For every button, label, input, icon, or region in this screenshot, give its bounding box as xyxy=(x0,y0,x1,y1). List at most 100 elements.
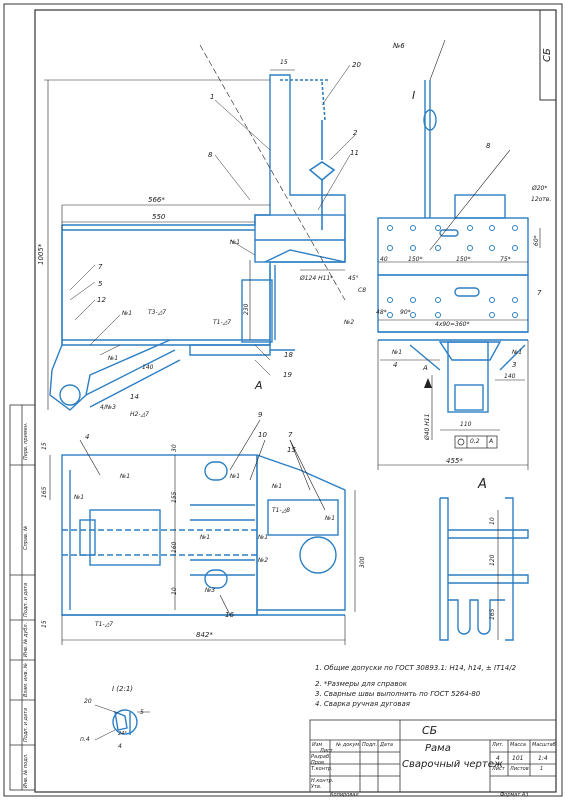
callout-9-plan: 9 xyxy=(258,411,263,419)
weld-t3: Т3-◿7 xyxy=(148,309,167,316)
dim-550: 550 xyxy=(152,213,166,221)
dim-phi20: Ø20* xyxy=(532,185,548,192)
weld-h2: Н2-◿7 xyxy=(130,411,149,418)
detail-n4: п.4 xyxy=(80,736,90,743)
note-3: 3. Сварные швы выполнить по ГОСТ 5264-80 xyxy=(315,690,481,698)
callout-4-side: 4 xyxy=(393,361,398,369)
sheet-frame xyxy=(3,3,563,797)
dim-phi40: Ø40 H11 xyxy=(424,413,431,440)
view-a-side-label: A xyxy=(423,364,428,372)
col-lit: Лит. xyxy=(492,742,504,748)
dim-455: 455* xyxy=(446,457,463,465)
label-n1-front-c: №1 xyxy=(108,355,119,362)
tb-col-doc: № докум. xyxy=(336,742,361,748)
stamp-podp1: Подп. и дата xyxy=(23,582,29,617)
label-n2-plan: №2 xyxy=(258,557,269,564)
sheets-value: 1 xyxy=(540,766,544,772)
tb-row-nkontr: Н.контр. xyxy=(311,778,334,784)
label-n1-front: №1 xyxy=(230,239,241,246)
tol-value: 0,2 xyxy=(470,438,480,445)
plan-view xyxy=(61,454,346,616)
tb-row-tkontr: Т.контр. xyxy=(311,766,333,772)
col-mass: Масса xyxy=(510,742,526,748)
title-block-lines xyxy=(309,719,557,793)
note-4: 4. Сварка ручная дуговая xyxy=(315,700,410,708)
dim-4x90: 4x90=360* xyxy=(435,321,470,328)
callout-5: 5 xyxy=(98,280,103,288)
tb-row-prov: Пров. xyxy=(311,760,326,766)
label-n2-side: №2 xyxy=(344,319,355,326)
callout-18: 18 xyxy=(284,351,293,359)
dim-110: 110 xyxy=(460,421,472,428)
stamp-podl: Инв. № подл. xyxy=(23,753,29,789)
front-view-chain xyxy=(280,79,336,230)
dim-1005: 1005* xyxy=(37,243,45,265)
dim-45deg: 45° xyxy=(348,275,359,282)
label-n1-plan-f: №1 xyxy=(258,534,269,541)
detail-angle: 24° xyxy=(118,731,127,737)
label-n1-plan-g: №1 xyxy=(325,515,336,522)
note-2: 2. *Размеры для справок xyxy=(315,680,407,688)
dim-842: 842* xyxy=(196,631,213,639)
weld-t1a-front: Т1-◿7 xyxy=(213,319,232,326)
front-view xyxy=(49,74,346,411)
label-n1-plan-d: №1 xyxy=(272,483,283,490)
front-view-dim-lines xyxy=(44,44,346,410)
note-1: 1. Общие допуски по ГОСТ 30893.1: H14, h… xyxy=(315,664,517,672)
stamp-dubl: Инв. № дубл. xyxy=(23,622,29,657)
detail-dim-s: 4 xyxy=(118,743,122,750)
stamp-sprav: Справ. № xyxy=(23,525,29,550)
label-n1-plan-e: №1 xyxy=(200,534,211,541)
callout-12: 12 xyxy=(97,296,106,304)
label-n1-plan-b: №1 xyxy=(230,473,241,480)
front-view-leaders xyxy=(69,64,356,376)
callout-8: 8 xyxy=(208,151,213,159)
dim-40: 40 xyxy=(380,256,388,263)
dim-15: 15 xyxy=(280,59,288,66)
sheets-label: Листов xyxy=(510,766,529,772)
callout-19: 19 xyxy=(283,371,292,379)
stamp-perv: Перв. примен. xyxy=(23,422,29,460)
tol-datum: A xyxy=(489,438,494,445)
label-n3-plan: №3 xyxy=(205,587,216,594)
side-view xyxy=(377,80,529,413)
detail-dim-5: 5 xyxy=(140,709,144,716)
dim-15-plan: 15 xyxy=(41,442,48,450)
callout-2: 2 xyxy=(353,129,358,137)
weld-t1a-plan: Т1-◿7 xyxy=(95,621,114,628)
callout-3-side: 3 xyxy=(512,361,517,369)
tb-row-razrab: Разраб. xyxy=(311,754,331,760)
detail-title: I (2:1) xyxy=(112,685,134,693)
callout-7-plan: 7 xyxy=(288,431,293,439)
detail-i-leaders xyxy=(94,704,150,741)
dim-30: 30 xyxy=(171,444,178,452)
dim-90: 90* xyxy=(400,309,411,316)
callout-16-plan: 16 xyxy=(225,611,234,619)
dim-150b: 150* xyxy=(456,256,471,263)
copied-label: Копировал xyxy=(330,792,359,798)
side-view-holes xyxy=(387,225,518,318)
dim-140a: 140 xyxy=(142,364,154,371)
dim-230: 230 xyxy=(243,303,250,315)
tb-col-izm: Изм xyxy=(312,742,323,748)
label-n1-side-b: №1 xyxy=(512,349,523,356)
callout-7: 7 xyxy=(98,263,103,271)
view-a-label: А xyxy=(478,477,487,492)
callout-15-plan: 15 xyxy=(287,446,296,454)
dim-150a: 150* xyxy=(408,256,423,263)
dim-48: 48* xyxy=(376,309,387,316)
dim-15-plan-bottom: 15 xyxy=(41,620,48,628)
label-n1-side-a: №1 xyxy=(392,349,403,356)
mass-value: 101 xyxy=(512,755,524,762)
view-i: I xyxy=(412,89,416,102)
callout-n6: №6 xyxy=(393,42,405,50)
tb-col-sign: Подп. xyxy=(362,742,378,748)
stamp-vzam: Взам. инв. № xyxy=(23,663,29,697)
side-stamp xyxy=(9,404,36,791)
tb-col-date: Дата xyxy=(380,742,393,748)
plan-view-dim-lines xyxy=(49,419,356,645)
weld-t1b-plan: Т1-◿8 xyxy=(272,507,291,514)
detail-i xyxy=(112,709,138,735)
dim-165: 165 xyxy=(41,486,48,498)
